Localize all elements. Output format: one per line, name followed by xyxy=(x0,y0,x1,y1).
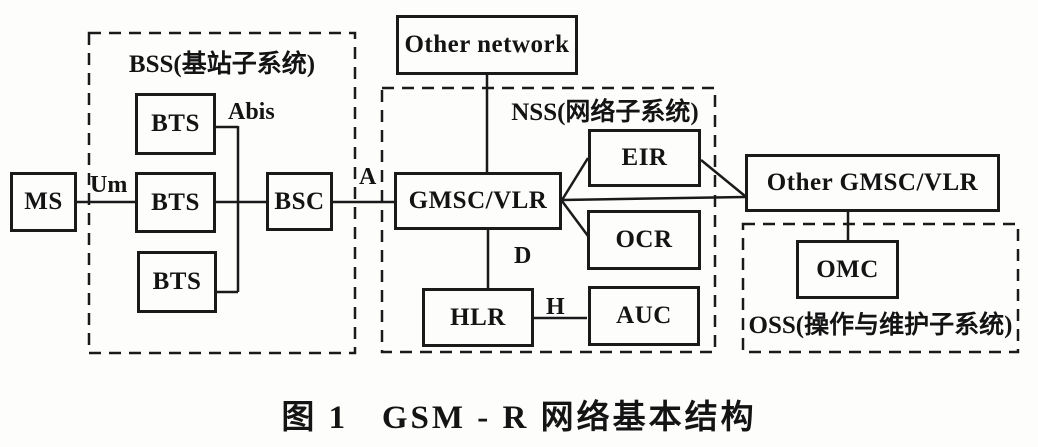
figure-caption: 图 1 GSM - R 网络基本结构 xyxy=(281,400,757,436)
wire-gmsc-othergmsc xyxy=(561,195,746,202)
bss-group-label: BSS(基站子系统) xyxy=(128,51,316,78)
node-ms: MS xyxy=(10,172,77,232)
node-bts-middle: BTS xyxy=(135,172,216,233)
nss-group-label: NSS(网络子系统) xyxy=(511,99,699,126)
bss-dashed-boundary xyxy=(87,31,357,355)
wire-eir-othergmsc xyxy=(700,159,746,197)
oss-dashed-boundary xyxy=(741,222,1020,354)
interface-label-h: H xyxy=(546,294,565,320)
oss-group-label: OSS(操作与维护子系统) xyxy=(748,312,1013,339)
node-other-network: Other network xyxy=(396,15,578,75)
wire-gmsc-eir xyxy=(560,157,590,201)
wire-gmsc-ocr xyxy=(560,200,590,237)
interface-label-um: Um xyxy=(90,172,128,198)
node-other-gmsc-vlr: Other GMSC/VLR xyxy=(745,154,1000,212)
node-eir: EIR xyxy=(588,129,701,187)
node-bts-bottom: BTS xyxy=(137,251,217,313)
interface-label-d: D xyxy=(514,243,532,269)
nss-dashed-boundary xyxy=(380,86,717,354)
node-bsc: BSC xyxy=(266,172,333,231)
node-bts-top: BTS xyxy=(135,93,216,155)
interface-label-a: A xyxy=(359,164,377,190)
node-omc: OMC xyxy=(796,240,899,299)
node-hlr: HLR xyxy=(422,288,534,347)
node-ocr: OCR xyxy=(587,210,701,270)
interface-label-abis: Abis xyxy=(228,99,275,125)
node-gmsc-vlr: GMSC/VLR xyxy=(394,172,562,230)
node-auc: AUC xyxy=(588,286,700,346)
